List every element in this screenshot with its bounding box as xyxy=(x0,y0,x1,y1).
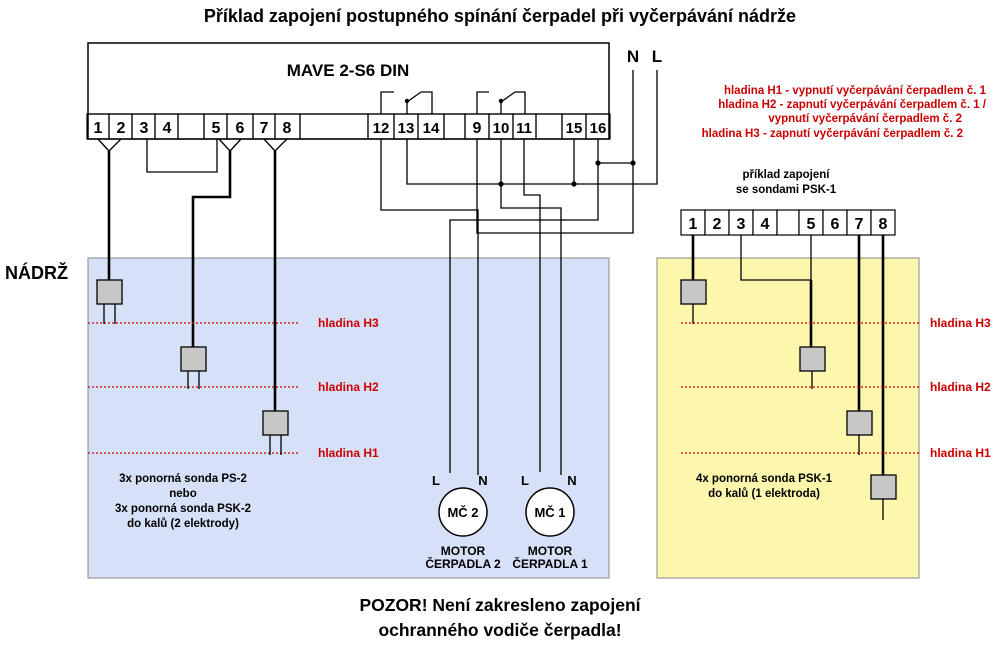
legend-line-3: vypnutí vyčerpávání čerpadlem č. 2 xyxy=(768,113,962,125)
right-level-label-h1: hladina H1 xyxy=(930,446,991,460)
terminal-7: 7 xyxy=(260,120,269,137)
right-terminal-4: 4 xyxy=(761,216,770,233)
terminal-15: 15 xyxy=(566,120,583,137)
motor-2-symbol xyxy=(438,487,488,537)
terminal-5: 5 xyxy=(212,120,221,137)
motor-pump-2: L N MČ 2 MOTOR ČERPADLA 2 xyxy=(425,473,501,571)
psk1-example-panel xyxy=(656,257,920,579)
terminal-16: 16 xyxy=(590,120,607,137)
legend-line-2: hladina H2 - zapnutí vyčerpávání čerpadl… xyxy=(718,99,987,111)
power-wiring xyxy=(380,70,658,475)
tank-label: NÁDRŽ xyxy=(5,262,68,283)
motor-1-n-label: N xyxy=(567,473,576,488)
device-mave-2-s6-din: MAVE 2-S6 DIN 1 2 3 4 5 6 7 8 12 13 14 9… xyxy=(86,42,611,140)
motor-1-symbol xyxy=(525,487,575,537)
right-note-line-1: 4x ponorná sonda PSK-1 xyxy=(696,473,833,485)
warning-line-1: POZOR! Není zakresleno zapojení xyxy=(359,595,641,615)
motor-1-l-label: L xyxy=(521,473,529,488)
relay-contact-1 xyxy=(380,91,433,114)
right-terminal-strip: 1 2 3 4 5 6 7 8 xyxy=(680,209,896,236)
device-name: MAVE 2-S6 DIN xyxy=(287,61,410,80)
probe-psk1-h1 xyxy=(846,410,873,455)
right-note-line-2: do kalů (1 elektroda) xyxy=(708,488,820,500)
terminal-2: 2 xyxy=(117,120,126,137)
legend-line-4: hladina H3 - zapnutí vyčerpávání čerpadl… xyxy=(702,128,963,140)
right-terminal-3: 3 xyxy=(737,216,746,233)
left-note-line-4: do kalů (2 elektrody) xyxy=(127,518,239,530)
level-label-h3: hladina H3 xyxy=(318,316,379,330)
motor-1-caption-1: MOTOR xyxy=(528,544,573,558)
level-label-h2: hladina H2 xyxy=(318,380,379,394)
level-label-h1: hladina H1 xyxy=(318,446,379,460)
terminal-8: 8 xyxy=(283,120,292,137)
probe-psk1-h3 xyxy=(680,279,707,324)
right-caption-line-2: se sondami PSK-1 xyxy=(736,184,837,196)
motor-pump-1: L N MČ 1 MOTOR ČERPADLA 1 xyxy=(512,473,588,571)
terminal-3: 3 xyxy=(140,120,149,137)
right-level-label-h2: hladina H2 xyxy=(930,380,991,394)
terminal-13: 13 xyxy=(398,120,415,137)
terminal-11: 11 xyxy=(516,120,532,137)
probe-wiring xyxy=(97,138,288,411)
relay-contact-2 xyxy=(476,91,526,114)
right-terminal-2: 2 xyxy=(713,216,722,233)
probe-ps2-h1 xyxy=(262,410,289,455)
motor-2-caption-1: MOTOR xyxy=(441,544,486,558)
motor-1-label: MČ 1 xyxy=(534,505,565,520)
motor-2-l-label: L xyxy=(432,473,440,488)
terminal-10: 10 xyxy=(493,120,510,137)
probe-psk1-bottom xyxy=(870,474,897,520)
right-terminal-6: 6 xyxy=(831,216,840,233)
left-note-line-3: 3x ponorná sonda PSK-2 xyxy=(115,503,251,515)
device-body xyxy=(87,42,610,140)
terminal-6: 6 xyxy=(236,120,245,137)
warning-line-2: ochranného vodiče čerpadla! xyxy=(378,620,621,640)
motor-2-label: MČ 2 xyxy=(447,505,478,520)
motor-2-n-label: N xyxy=(478,473,487,488)
motor-1-caption-2: ČERPADLA 1 xyxy=(512,556,588,571)
legend-line-1: hladina H1 - vypnutí vyčerpávání čerpadl… xyxy=(724,85,987,97)
tank-panel xyxy=(87,257,610,579)
motor-2-caption-2: ČERPADLA 2 xyxy=(425,556,501,571)
right-terminal-7: 7 xyxy=(855,216,864,233)
right-level-label-h3: hladina H3 xyxy=(930,316,991,330)
probe-psk1-h2 xyxy=(799,346,826,389)
right-caption-line-1: příklad zapojení xyxy=(743,169,831,181)
left-note-line-2: nebo xyxy=(169,488,196,500)
probe-ps2-h3 xyxy=(96,279,123,324)
supply-l-label: L xyxy=(652,47,662,66)
right-terminal-5: 5 xyxy=(807,216,816,233)
terminal-9: 9 xyxy=(473,120,482,137)
terminal-1: 1 xyxy=(94,120,103,137)
diagram-title: Příklad zapojení postupného spínání čerp… xyxy=(204,6,796,26)
right-terminal-1: 1 xyxy=(689,216,698,233)
right-terminal-8: 8 xyxy=(879,216,888,233)
terminal-12: 12 xyxy=(373,120,390,137)
terminal-14: 14 xyxy=(423,120,440,137)
probe-ps2-h2 xyxy=(180,346,207,389)
terminal-4: 4 xyxy=(163,120,172,137)
left-note-line-1: 3x ponorná sonda PS-2 xyxy=(119,473,247,485)
supply-n-label: N xyxy=(627,47,639,66)
